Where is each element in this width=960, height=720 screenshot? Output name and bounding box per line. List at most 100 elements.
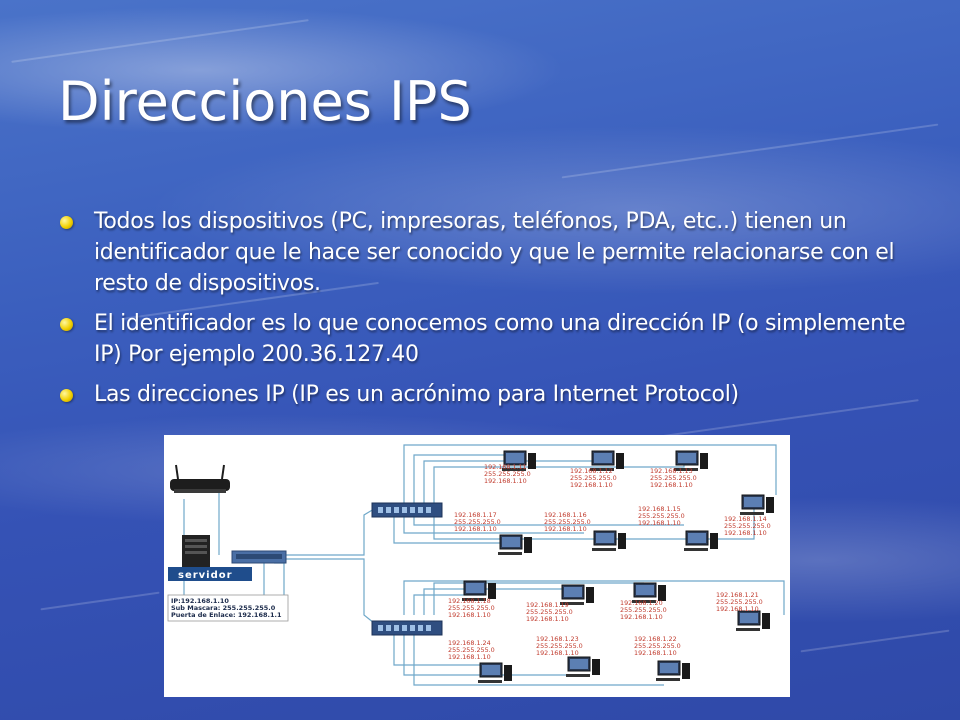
pc-tower-icon (618, 533, 626, 549)
server-mask: Sub Mascara: 255.255.255.0 (171, 604, 276, 612)
pc-screen (678, 453, 696, 463)
pc-gateway-label: 192.168.1.10 (716, 605, 759, 613)
bullet-dot-icon (60, 216, 73, 229)
pc-tower-icon (528, 453, 536, 469)
top-hub (371, 502, 443, 518)
pc-mask-label: 255.255.255.0 (448, 604, 495, 612)
pc-keyboard-icon (462, 598, 486, 601)
pc-mask-label: 255.255.255.0 (650, 474, 697, 482)
pc-keyboard-icon (632, 600, 656, 603)
pc-tower-icon (524, 537, 532, 553)
pc-mask-label: 255.255.255.0 (724, 522, 771, 530)
pc-ip-label: 192.168.1.22 (634, 635, 677, 643)
pc-screen (594, 453, 612, 463)
pc-gateway-label: 192.168.1.10 (634, 649, 677, 657)
pc-tower-icon (616, 453, 624, 469)
pc-gateway-label: 192.168.1.10 (448, 653, 491, 661)
bullet-text: Las direcciones IP (IP es un acrónimo pa… (94, 382, 739, 407)
pc-mask-label: 255.255.255.0 (638, 512, 685, 520)
pc-ip-label: 192.168.1.19 (526, 601, 569, 609)
slide-title: Direcciones IPS (58, 70, 472, 133)
pc-mask-label: 255.255.255.0 (448, 646, 495, 654)
pc-screen (502, 537, 520, 547)
pc-tower-icon (710, 533, 718, 549)
pc-ip-label: 192.168.1.23 (536, 635, 579, 643)
pc-group: 192.168.1.11255.255.255.0192.168.1.10192… (448, 450, 774, 683)
pc-keyboard-icon (478, 680, 502, 683)
pc-keyboard-icon (498, 552, 522, 555)
bullet-dot-icon (60, 318, 73, 331)
bullet-list: Todos los dispositivos (PC, impresoras, … (60, 206, 910, 419)
pc-gateway-label: 192.168.1.10 (448, 611, 491, 619)
pc-screen (660, 663, 678, 673)
pc-gateway-label: 192.168.1.10 (536, 649, 579, 657)
server-gateway: Puerta de Enlace: 192.168.1.1 (171, 611, 282, 619)
server-info-box: IP:192.168.1.10 Sub Mascara: 255.255.255… (167, 594, 289, 622)
bullet-dot-icon (60, 389, 73, 402)
pc-mask-label: 255.255.255.0 (454, 518, 501, 526)
pc-screen (506, 453, 524, 463)
pc-ip-label: 192.168.1.15 (638, 505, 681, 513)
pc-ip-label: 192.168.1.12 (570, 467, 613, 475)
pc-mask-label: 255.255.255.0 (634, 642, 681, 650)
pc-screen (570, 659, 588, 669)
router (170, 464, 230, 493)
pc-screen (744, 497, 762, 507)
server-label-box: servidor (168, 567, 252, 581)
pc-mask-label: 255.255.255.0 (570, 474, 617, 482)
server-label: servidor (178, 570, 233, 581)
pc-ip-label: 192.168.1.11 (484, 463, 527, 471)
core-switch (231, 550, 287, 564)
pc-gateway-label: 192.168.1.10 (544, 525, 587, 533)
server-ip: IP:192.168.1.10 (171, 597, 229, 605)
pc-keyboard-icon (592, 548, 616, 551)
pc-mask-label: 255.255.255.0 (526, 608, 573, 616)
pc-keyboard-icon (740, 512, 764, 515)
pc-tower-icon (762, 613, 770, 629)
pc-keyboard-icon (566, 674, 590, 677)
bullet-item: El identificador es lo que conocemos com… (60, 308, 910, 370)
pc-tower-icon (488, 583, 496, 599)
pc-screen (482, 665, 500, 675)
pc-tower-icon (592, 659, 600, 675)
pc-tower-icon (700, 453, 708, 469)
pc-screen (740, 613, 758, 623)
pc-tower-icon (504, 665, 512, 681)
bullet-item: Las direcciones IP (IP es un acrónimo pa… (60, 379, 910, 410)
pc-screen (466, 583, 484, 593)
pc-gateway-label: 192.168.1.10 (638, 519, 681, 527)
pc-ip-label: 192.168.1.18 (448, 597, 491, 605)
pc-mask-label: 255.255.255.0 (620, 606, 667, 614)
pc-tower-icon (682, 663, 690, 679)
network-diagram-svg: servidor IP:192.168.1.10 Sub Mascara: 25… (167, 444, 785, 686)
pc-mask-label: 255.255.255.0 (536, 642, 583, 650)
pc-ip-label: 192.168.1.17 (454, 511, 497, 519)
bullet-item: Todos los dispositivos (PC, impresoras, … (60, 206, 910, 299)
pc-keyboard-icon (656, 678, 680, 681)
pc-gateway-label: 192.168.1.10 (526, 615, 569, 623)
pc-ip-label: 192.168.1.13 (650, 467, 693, 475)
bullet-text: Todos los dispositivos (PC, impresoras, … (94, 209, 895, 296)
pc-ip-label: 192.168.1.24 (448, 639, 491, 647)
pc-tower-icon (658, 585, 666, 601)
bottom-hub (371, 620, 443, 636)
pc-gateway-label: 192.168.1.10 (650, 481, 693, 489)
pc-screen (688, 533, 706, 543)
pc-screen (636, 585, 654, 595)
pc-keyboard-icon (674, 468, 698, 471)
pc-gateway-label: 192.168.1.10 (620, 613, 663, 621)
pc-gateway-label: 192.168.1.10 (454, 525, 497, 533)
pc-screen (596, 533, 614, 543)
bullet-text: El identificador es lo que conocemos com… (94, 311, 906, 367)
pc-tower-icon (586, 587, 594, 603)
